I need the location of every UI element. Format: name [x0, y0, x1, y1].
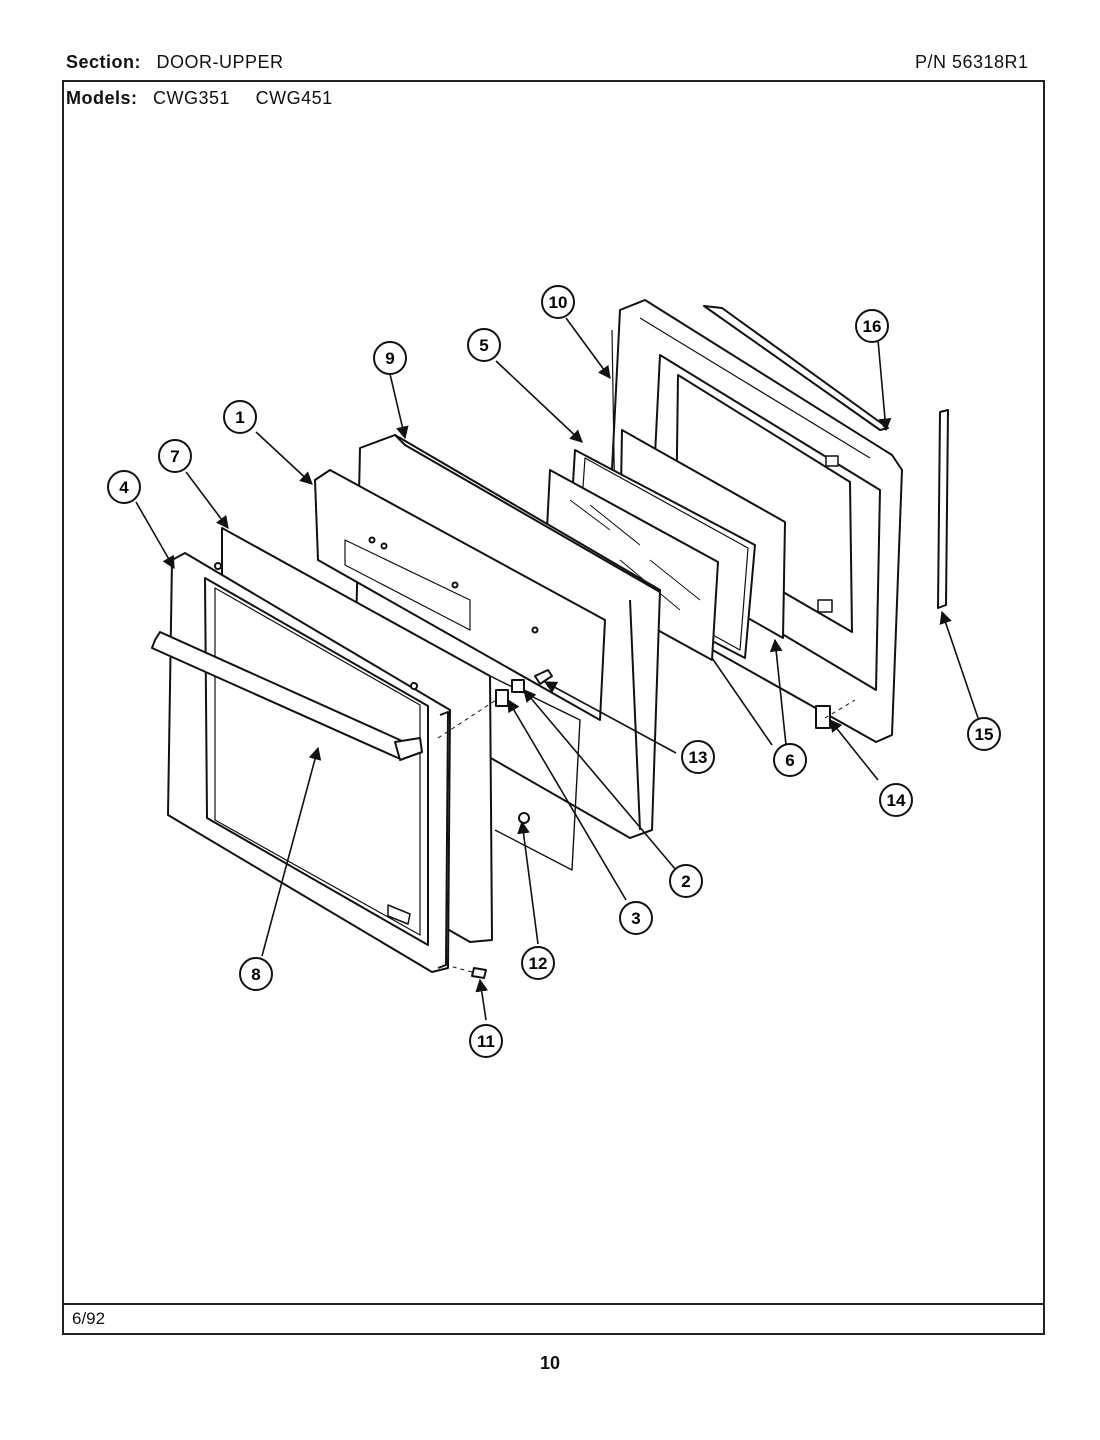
screw-11 — [471, 967, 487, 979]
callout-label-16: 16 — [863, 317, 882, 336]
alignment-lines — [437, 699, 856, 973]
callout-label-14: 14 — [887, 791, 906, 810]
callout-circle-6 — [773, 743, 807, 777]
leader-lines — [135, 317, 979, 1021]
revision-date: 6/92 — [72, 1309, 106, 1328]
callout-circle-3 — [619, 901, 653, 935]
door-handle — [151, 631, 423, 761]
callout-label-1: 1 — [235, 408, 244, 427]
footer-divider — [62, 1303, 1045, 1305]
callout-circle-8 — [239, 957, 273, 991]
section-label: Section: — [66, 52, 142, 72]
callout-circle-2 — [669, 864, 703, 898]
callout-label-5: 5 — [479, 336, 488, 355]
model-2: CWG451 — [255, 88, 333, 108]
part-number: P/N 56318R1 — [915, 52, 1029, 72]
callout-label-7: 7 — [170, 447, 179, 466]
callout-label-13: 13 — [689, 748, 708, 767]
models-heading: Models: CWG351 CWG451 — [66, 88, 333, 109]
callout-circle-7 — [158, 439, 192, 473]
callout-group: 10 16 9 5 1 7 4 13 15 6 14 2 3 12 8 11 — [107, 285, 1001, 1058]
screw-12 — [518, 812, 530, 824]
callout-circle-1 — [223, 400, 257, 434]
outer-door-frame — [167, 552, 451, 973]
callout-circle-14 — [879, 783, 913, 817]
callout-circle-9 — [373, 341, 407, 375]
bracket-2 — [511, 679, 525, 693]
callout-circle-11 — [469, 1024, 503, 1058]
page-number: 10 — [539, 1353, 561, 1373]
callout-label-12: 12 — [529, 954, 548, 973]
callout-label-15: 15 — [975, 725, 994, 744]
callout-circle-15 — [967, 717, 1001, 751]
bracket-3 — [495, 689, 509, 707]
clip — [815, 705, 831, 729]
callout-label-6: 6 — [785, 751, 794, 770]
callout-label-8: 8 — [251, 965, 260, 984]
callout-circle-16 — [855, 309, 889, 343]
callout-circle-13 — [681, 740, 715, 774]
reflector-panel — [314, 469, 606, 721]
callout-label-11: 11 — [477, 1032, 495, 1051]
callout-circle-10 — [541, 285, 575, 319]
callout-circle-12 — [521, 946, 555, 980]
section-value: DOOR-UPPER — [156, 52, 284, 72]
callout-circle-4 — [107, 470, 141, 504]
callout-label-4: 4 — [119, 478, 129, 497]
model-1: CWG351 — [153, 88, 231, 108]
diagram-frame — [62, 80, 1045, 1335]
callout-label-3: 3 — [631, 909, 640, 928]
callout-label-9: 9 — [385, 349, 394, 368]
models-label: Models: — [66, 88, 138, 108]
section-heading: Section: DOOR-UPPER — [66, 52, 284, 73]
callout-label-10: 10 — [549, 293, 568, 312]
callout-label-2: 2 — [681, 872, 690, 891]
side-strip — [937, 409, 949, 609]
callout-circle-5 — [467, 328, 501, 362]
screw-13 — [534, 669, 553, 685]
